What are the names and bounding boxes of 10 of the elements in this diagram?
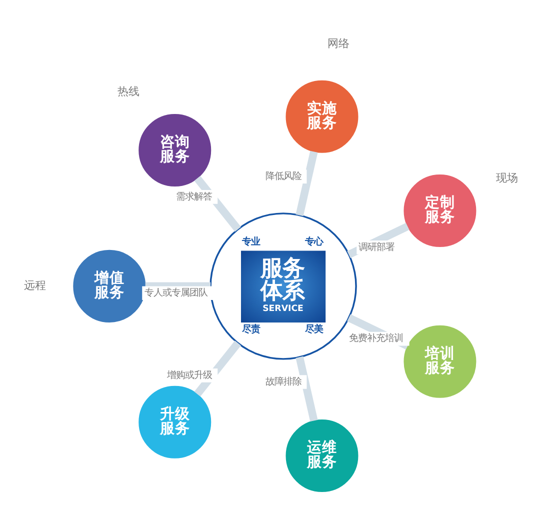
edge-label: 故障排除	[265, 376, 302, 387]
edge-label: 需求解答	[176, 190, 212, 202]
label: 远程	[24, 278, 46, 292]
edge-label: 增购或升级	[167, 369, 212, 380]
edge-label: 调研部署	[358, 241, 394, 252]
label: 热线	[117, 84, 140, 98]
edge-label: 降低风险	[265, 170, 302, 182]
label: 网络	[328, 36, 350, 50]
edge-label: 专人或专属团队	[144, 287, 208, 298]
label: 现场	[496, 170, 518, 184]
